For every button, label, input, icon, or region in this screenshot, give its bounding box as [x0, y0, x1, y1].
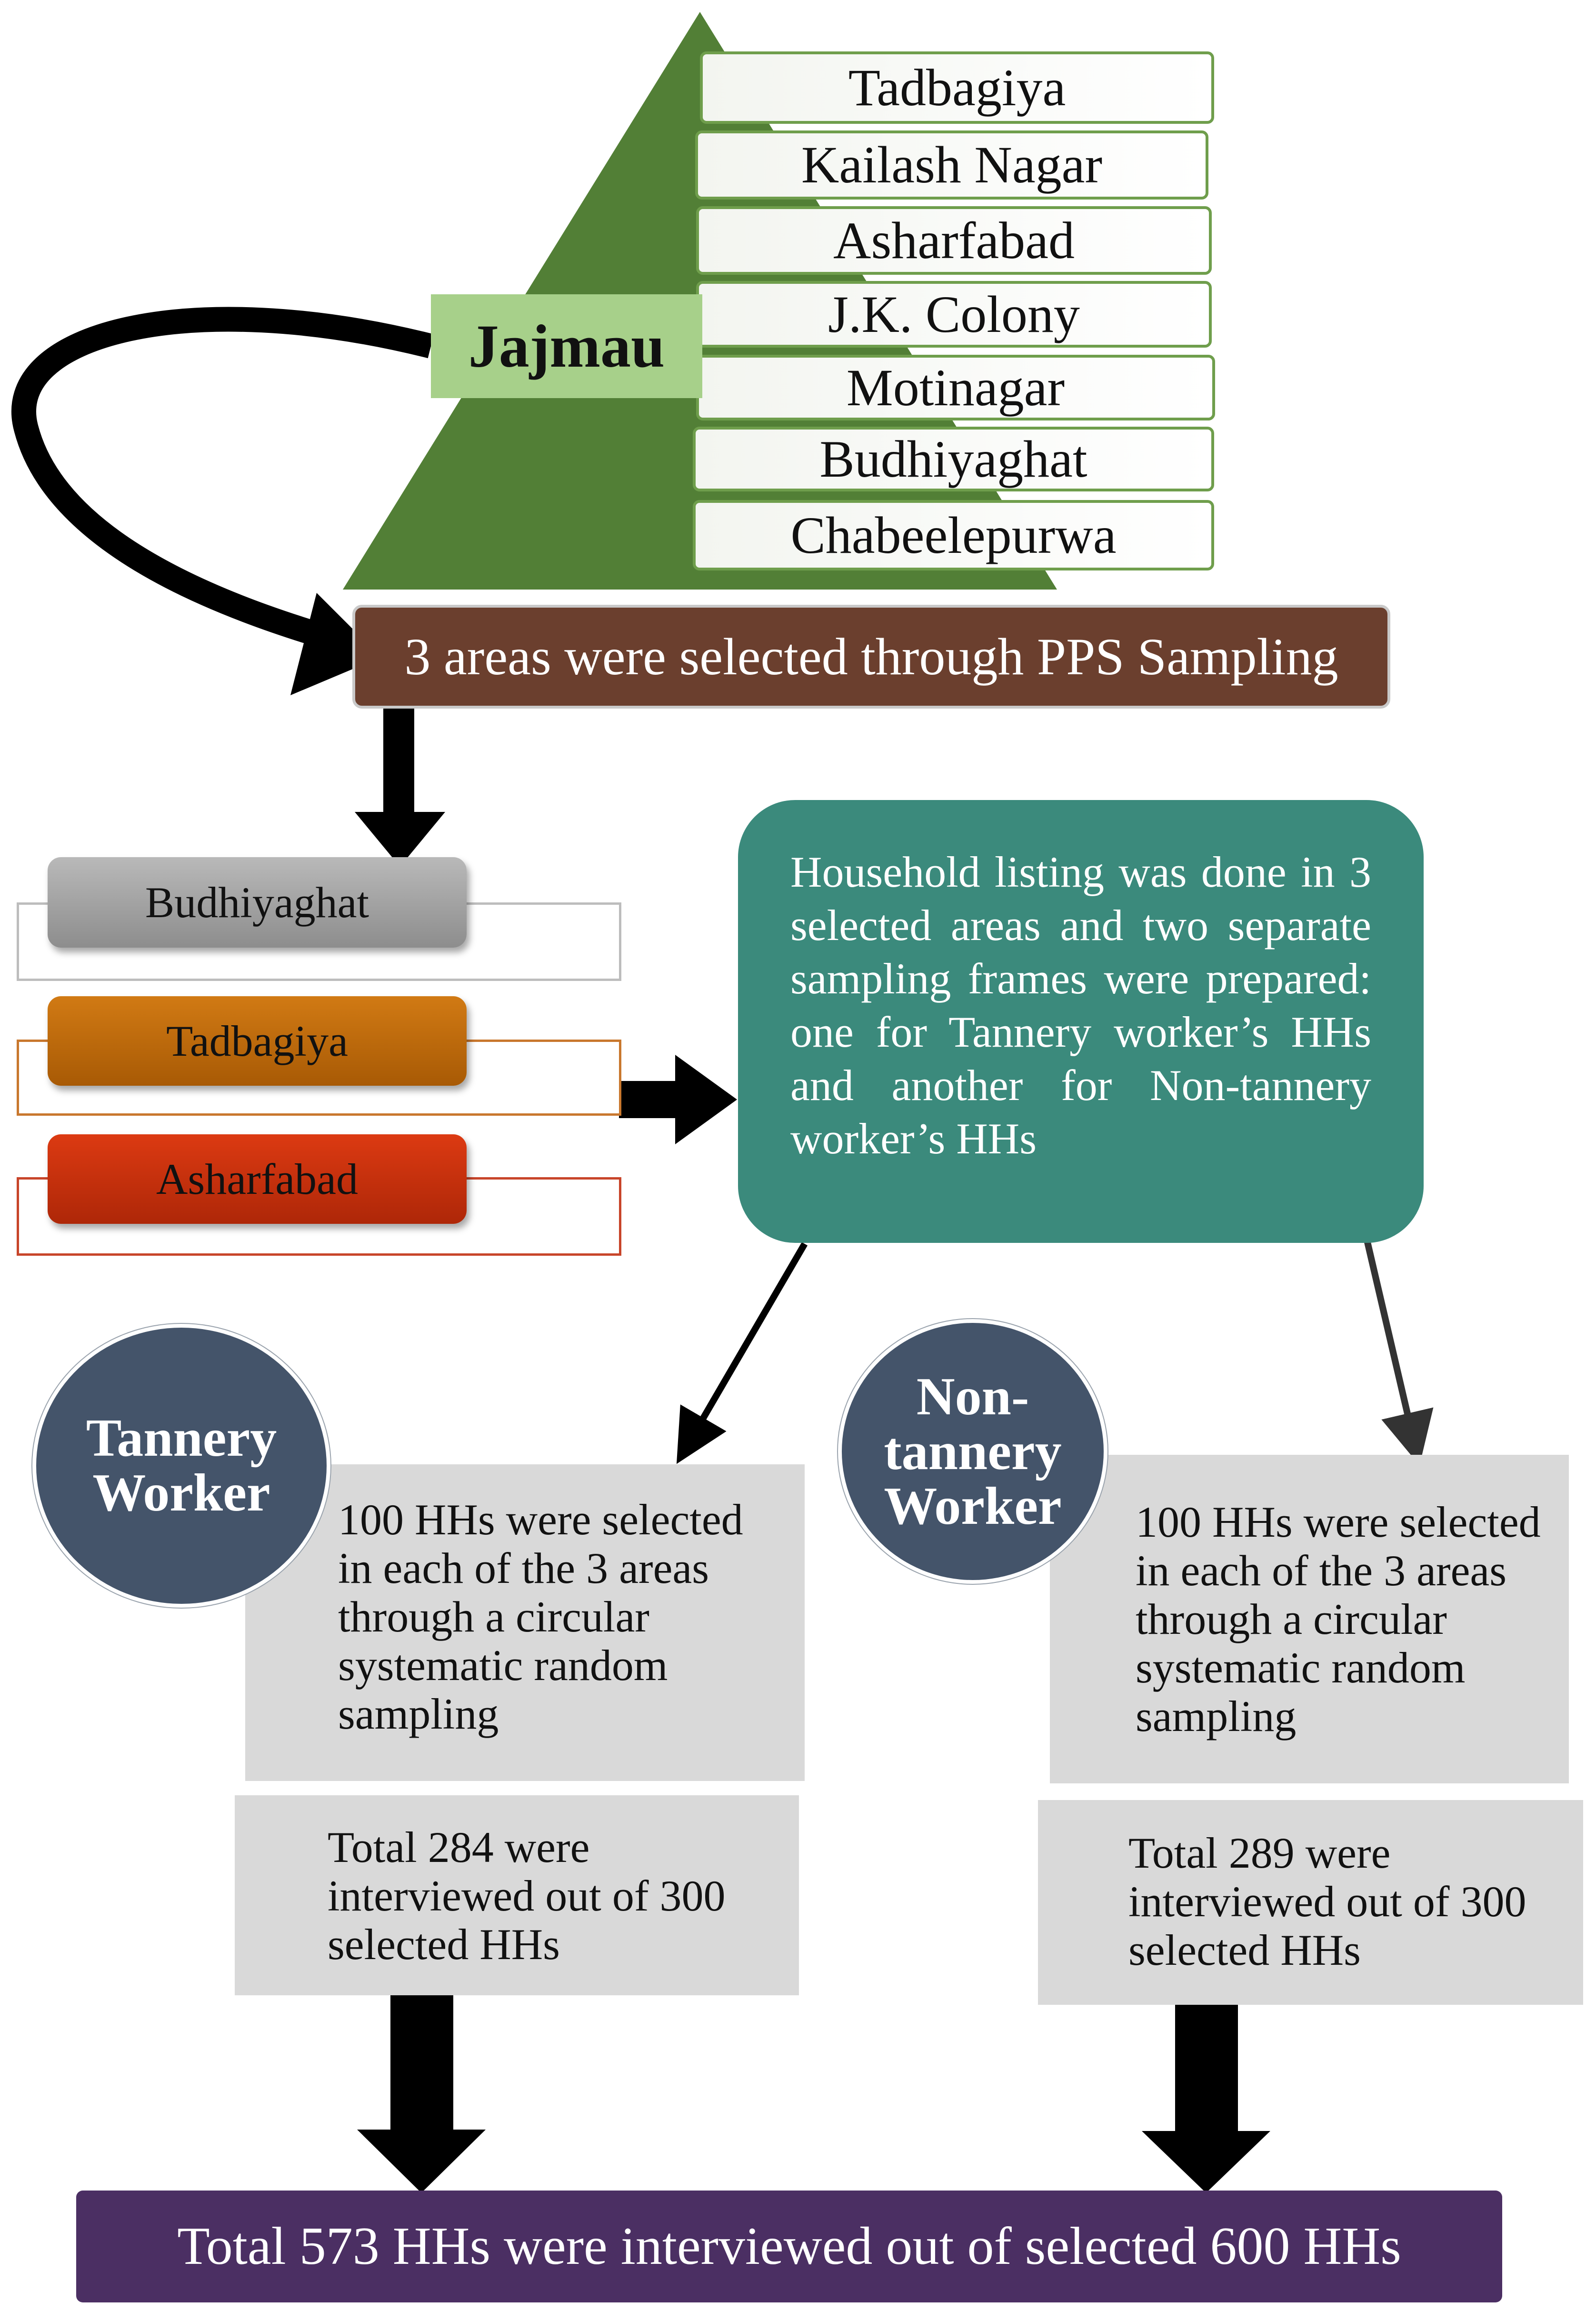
right-arrow-shaft	[619, 1081, 676, 1118]
area-box-motinagar: Motinagar	[696, 355, 1215, 420]
selected-area-asharfabad: Asharfabad	[48, 1134, 467, 1224]
selected-area-budhiyaghat: Budhiyaghat	[48, 857, 467, 948]
curved-arrow-head	[290, 593, 381, 695]
pps-sampling-step: 3 areas were selected through PPS Sampli…	[352, 605, 1390, 709]
down-arrow-head	[355, 812, 445, 867]
tannery-selection-box: 100 HHs were selected in each of the 3 a…	[245, 1464, 805, 1781]
area-box-chabeelepurwa: Chabeelepurwa	[693, 500, 1214, 570]
diagonal-arrow-right	[1363, 1237, 1434, 1466]
non-tannery-worker-circle: Non-tannery Worker	[838, 1319, 1107, 1584]
non-tannery-interviewed-box: Total 289 were interviewed out of 300 se…	[1038, 1800, 1583, 2005]
area-box-asharfabad: Asharfabad	[696, 206, 1212, 275]
selected-area-tadbagiya: Tadbagiya	[48, 996, 467, 1086]
root-label-jajmau: Jajmau	[431, 294, 702, 398]
big-down-arrow-right-shaft	[1175, 2002, 1238, 2132]
diagonal-arrow-left	[676, 1242, 808, 1464]
household-listing-step: Household listing was done in 3 selected…	[738, 800, 1424, 1243]
big-down-arrow-left-shaft	[390, 1993, 453, 2131]
total-interviewed-summary: Total 573 HHs were interviewed out of se…	[76, 2191, 1502, 2302]
big-down-arrow-left-head	[357, 2130, 486, 2193]
right-arrow-head	[675, 1055, 737, 1144]
area-box-tadbagiya: Tadbagiya	[700, 51, 1214, 124]
area-box-jk-colony: J.K. Colony	[696, 281, 1212, 348]
area-box-kailash-nagar: Kailash Nagar	[695, 130, 1208, 200]
tannery-interviewed-box: Total 284 were interviewed out of 300 se…	[235, 1795, 799, 1995]
tannery-worker-circle: Tannery Worker	[32, 1324, 330, 1608]
area-box-budhiyaghat: Budhiyaghat	[693, 427, 1214, 491]
curved-arrow	[11, 307, 434, 652]
big-down-arrow-right-head	[1142, 2131, 1270, 2193]
down-arrow-shaft	[383, 709, 414, 812]
non-tannery-selection-box: 100 HHs were selected in each of the 3 a…	[1050, 1455, 1569, 1783]
